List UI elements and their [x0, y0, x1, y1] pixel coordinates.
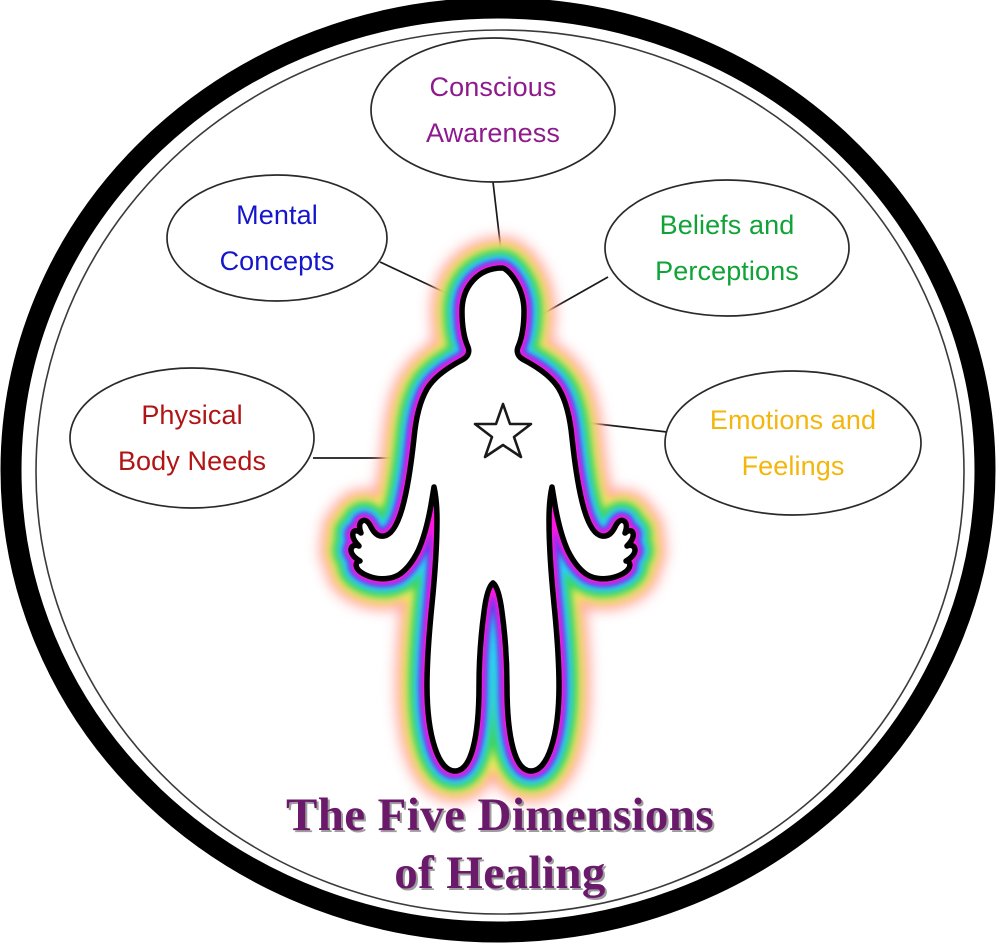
node-label-line: Perceptions: [655, 256, 799, 286]
node-label-physical-body-needs[interactable]: Physical Body Needs: [70, 368, 314, 508]
node-label-line: Conscious: [429, 71, 557, 102]
node-ovals: [69, 37, 922, 516]
node-label-line: Physical: [141, 399, 243, 430]
node-label-conscious-awareness[interactable]: Conscious Awareness: [371, 38, 615, 182]
node-label-line: Awareness: [426, 118, 560, 148]
page-title-line: The Five Dimensions: [285, 789, 714, 841]
chest-star-icon: [473, 402, 533, 459]
node-label-emotions-and-feelings[interactable]: Emotions and Feelings: [665, 371, 921, 515]
node-label-line: Beliefs and: [659, 209, 795, 240]
oval-emotions-and-feelings[interactable]: [664, 370, 922, 516]
node-label-line: Body Needs: [117, 446, 267, 476]
inner-circle: [35, 29, 965, 915]
oval-conscious-awareness[interactable]: [370, 37, 616, 183]
page-title: The Five Dimensions of Healing: [0, 786, 1000, 903]
oval-beliefs-and-perceptions[interactable]: [604, 179, 850, 317]
node-label-line: Concepts: [219, 246, 335, 276]
node-label-line: Mental: [236, 199, 318, 230]
oval-mental-concepts[interactable]: [166, 174, 388, 302]
node-label-line: Emotions and: [709, 404, 877, 435]
oval-physical-body-needs[interactable]: [69, 367, 315, 509]
node-label-mental-concepts[interactable]: Mental Concepts: [167, 175, 387, 301]
node-label-line: Feelings: [741, 451, 845, 481]
node-label-beliefs-and-perceptions[interactable]: Beliefs and Perceptions: [605, 180, 849, 316]
page-title-line: of Healing: [394, 847, 606, 900]
